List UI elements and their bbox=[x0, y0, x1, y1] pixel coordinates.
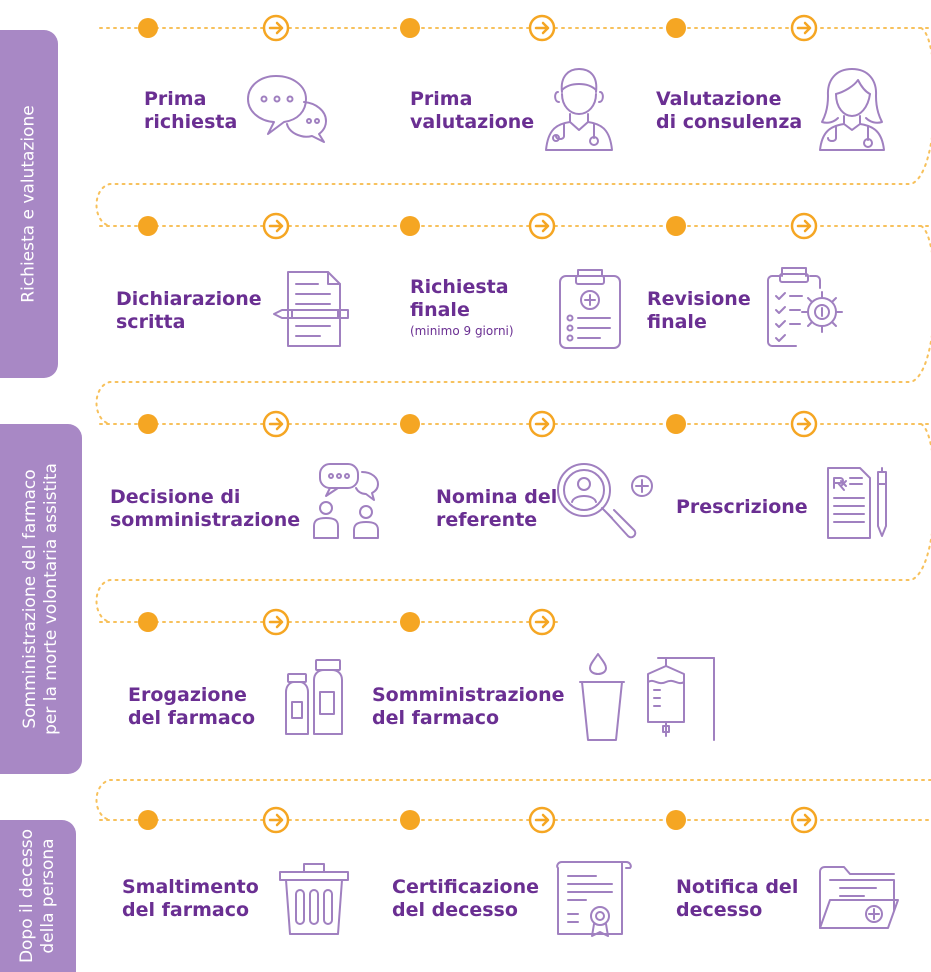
section-label-line: della persona bbox=[38, 829, 59, 963]
step-valutazione-di-consulenza: Valutazione di consulenza bbox=[656, 88, 802, 134]
step-line: Nomina del bbox=[436, 486, 557, 509]
step-line: Decisione di bbox=[110, 486, 300, 509]
step-line: Revisione bbox=[647, 288, 751, 311]
timeline-dot bbox=[400, 216, 420, 236]
certificate-icon bbox=[546, 858, 634, 938]
step-decisione-di-somministrazione: Decisione di somministrazione bbox=[110, 486, 300, 532]
step-line: decesso bbox=[676, 899, 798, 922]
step-line: Prima bbox=[410, 88, 534, 111]
timeline-dot bbox=[400, 18, 420, 38]
medicine-bottles-icon bbox=[280, 656, 348, 736]
step-line: Prescrizione bbox=[676, 496, 808, 519]
step-richiesta-finale: Richiesta finale (minimo 9 giorni) bbox=[410, 276, 514, 340]
timeline-dot bbox=[666, 414, 686, 434]
step-line: referente bbox=[436, 509, 557, 532]
section-label: Richiesta e valutazione bbox=[19, 105, 40, 302]
checklist-gear-icon bbox=[766, 264, 844, 350]
step-line: Erogazione bbox=[128, 684, 255, 707]
step-line: Richiesta bbox=[410, 276, 514, 299]
step-line: del farmaco bbox=[372, 707, 565, 730]
step-smaltimento-del-farmaco: Smaltimento del farmaco bbox=[122, 876, 259, 922]
timeline-dot bbox=[138, 18, 158, 38]
step-somministrazione-del-farmaco: Somministrazione del farmaco bbox=[372, 684, 565, 730]
document-pen-icon bbox=[270, 268, 352, 350]
step-line: Notifica del bbox=[676, 876, 798, 899]
step-line: valutazione bbox=[410, 111, 534, 134]
step-line: Certificazione bbox=[392, 876, 539, 899]
section-label-line: per la morte volontaria assistita bbox=[41, 463, 62, 735]
timeline-dot bbox=[400, 612, 420, 632]
step-note: (minimo 9 giorni) bbox=[410, 322, 514, 340]
timeline-dot bbox=[138, 612, 158, 632]
step-line: del farmaco bbox=[128, 707, 255, 730]
timeline-dot bbox=[138, 810, 158, 830]
section-tab-administration: Somministrazione del farmaco per la mort… bbox=[0, 424, 82, 774]
section-tab-request-evaluation: Richiesta e valutazione bbox=[0, 30, 58, 378]
step-notifica-del-decesso: Notifica del decesso bbox=[676, 876, 798, 922]
timeline-dot bbox=[666, 810, 686, 830]
step-prima-valutazione: Prima valutazione bbox=[410, 88, 534, 134]
people-discussion-icon bbox=[310, 460, 384, 540]
female-doctor-icon bbox=[814, 66, 890, 152]
search-person-icon bbox=[554, 460, 656, 544]
timeline-dot bbox=[666, 216, 686, 236]
step-prima-richiesta: Prima richiesta bbox=[144, 88, 237, 134]
clipboard-medical-icon bbox=[556, 266, 624, 352]
section-label: Somministrazione del farmaco per la mort… bbox=[20, 463, 62, 735]
step-prescrizione: Prescrizione bbox=[676, 496, 808, 519]
step-line: finale bbox=[410, 299, 514, 322]
timeline-dot bbox=[138, 414, 158, 434]
step-line: Prima bbox=[144, 88, 237, 111]
step-line: di consulenza bbox=[656, 111, 802, 134]
step-dichiarazione-scritta: Dichiarazione scritta bbox=[116, 288, 262, 334]
timeline-dot bbox=[666, 18, 686, 38]
step-line: finale bbox=[647, 311, 751, 334]
step-revisione-finale: Revisione finale bbox=[647, 288, 751, 334]
folder-add-icon bbox=[816, 862, 902, 932]
section-label-line: Richiesta e valutazione bbox=[19, 105, 40, 302]
timeline-dot bbox=[400, 414, 420, 434]
step-erogazione-del-farmaco: Erogazione del farmaco bbox=[128, 684, 255, 730]
cup-iv-drip-icon bbox=[578, 652, 718, 746]
timeline-dot bbox=[400, 810, 420, 830]
step-line: scritta bbox=[116, 311, 262, 334]
step-certificazione-del-decesso: Certificazione del decesso bbox=[392, 876, 539, 922]
section-label-line: Dopo il decesso bbox=[17, 829, 38, 963]
step-line: richiesta bbox=[144, 111, 237, 134]
step-nomina-del-referente: Nomina del referente bbox=[436, 486, 557, 532]
section-label: Dopo il decesso della persona bbox=[17, 829, 59, 963]
prescription-pen-icon bbox=[824, 464, 890, 542]
doctor-icon bbox=[542, 66, 616, 152]
step-line: Somministrazione bbox=[372, 684, 565, 707]
step-line: somministrazione bbox=[110, 509, 300, 532]
section-label-line: Somministrazione del farmaco bbox=[20, 463, 41, 735]
timeline-dot bbox=[138, 216, 158, 236]
step-line: del decesso bbox=[392, 899, 539, 922]
step-line: del farmaco bbox=[122, 899, 259, 922]
speech-bubbles-icon bbox=[246, 72, 330, 144]
step-line: Valutazione bbox=[656, 88, 802, 111]
trash-bin-icon bbox=[276, 858, 352, 938]
step-line: Dichiarazione bbox=[116, 288, 262, 311]
step-line: Smaltimento bbox=[122, 876, 259, 899]
section-tab-after-death: Dopo il decesso della persona bbox=[0, 820, 76, 972]
